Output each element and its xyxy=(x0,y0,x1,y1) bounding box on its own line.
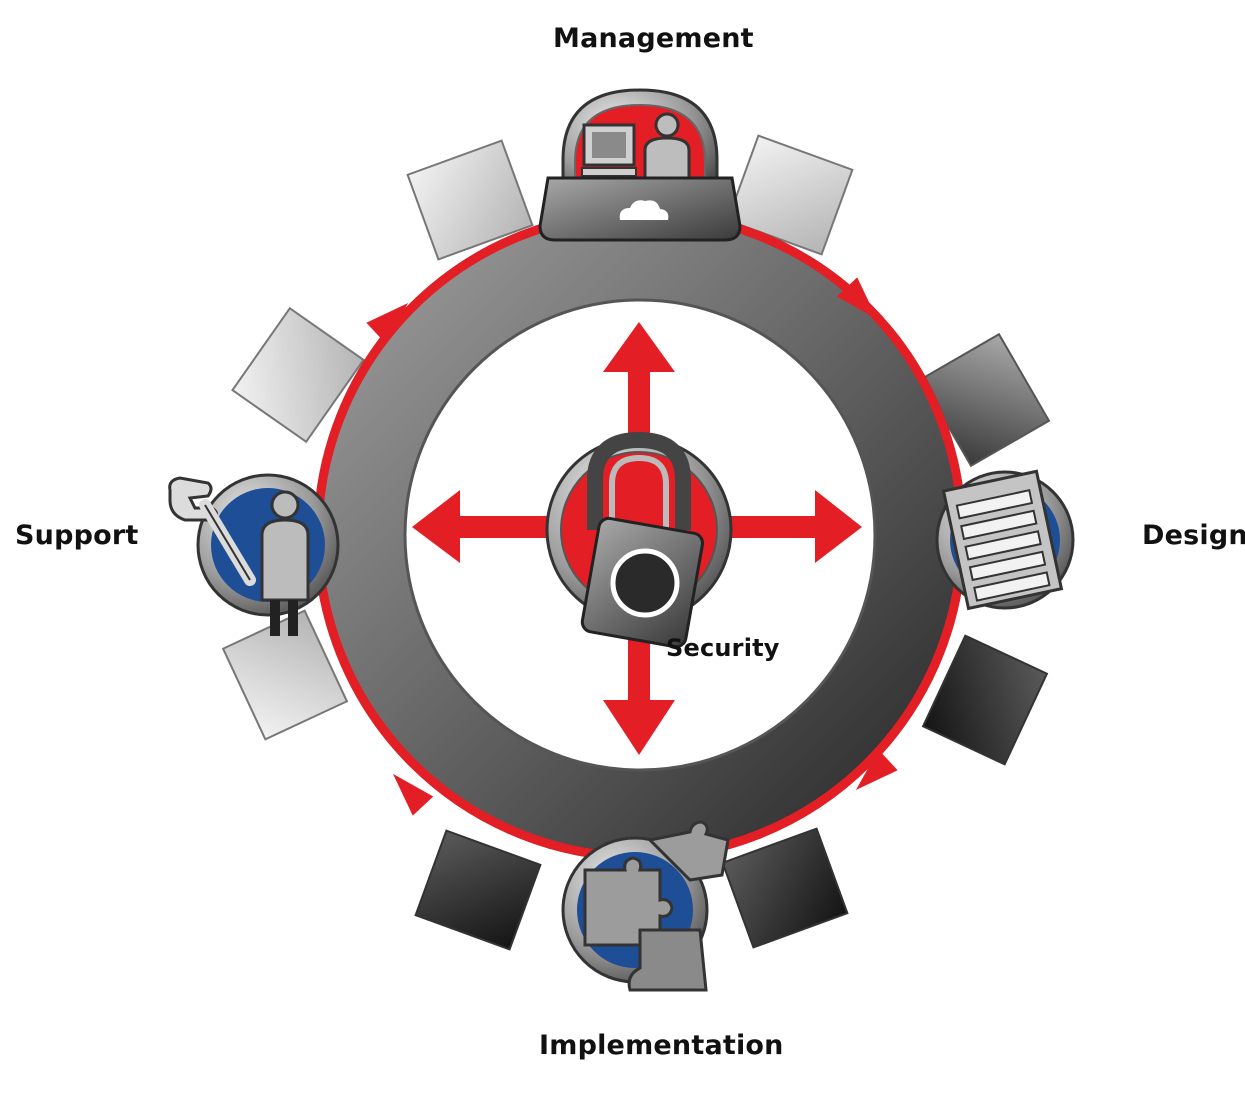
stage-label-management: Management xyxy=(553,23,754,54)
puzzle-globe-icon xyxy=(561,820,730,992)
flow-arrow-icon xyxy=(836,277,878,320)
computer-user-icon xyxy=(538,88,742,242)
gear-ring-inner-edge xyxy=(403,298,877,772)
flow-arrow-icon xyxy=(855,749,898,791)
gear-tooth xyxy=(406,139,534,261)
stage-label-implementation: Implementation xyxy=(539,1030,784,1061)
cycle-flow-arrows xyxy=(366,277,898,816)
arrow-right-shaft xyxy=(715,516,820,538)
center-arrows xyxy=(412,322,862,755)
arrow-up-icon xyxy=(603,322,675,372)
gear-tooth xyxy=(221,609,349,741)
center-label-security: Security xyxy=(666,634,780,662)
stage-label-design: Design xyxy=(1142,520,1245,551)
arrow-right-icon xyxy=(815,490,862,563)
arrow-down-icon xyxy=(603,700,675,755)
flow-arrow-icon xyxy=(392,773,434,816)
gear-teeth xyxy=(221,134,1051,951)
gear-tooth xyxy=(721,827,849,949)
gear-ring xyxy=(315,210,965,860)
arrow-left-icon xyxy=(412,490,460,563)
gear-tooth xyxy=(726,134,854,256)
arrow-left-shaft xyxy=(455,516,565,538)
gear-tooth xyxy=(921,634,1049,766)
document-list-icon xyxy=(935,469,1075,611)
padlock-icon xyxy=(545,431,733,649)
stage-label-support: Support xyxy=(15,520,139,551)
flow-arrow-icon xyxy=(366,302,409,344)
gear-tooth xyxy=(414,829,542,951)
wrench-person-icon xyxy=(168,473,340,636)
gear-tooth xyxy=(231,306,365,444)
